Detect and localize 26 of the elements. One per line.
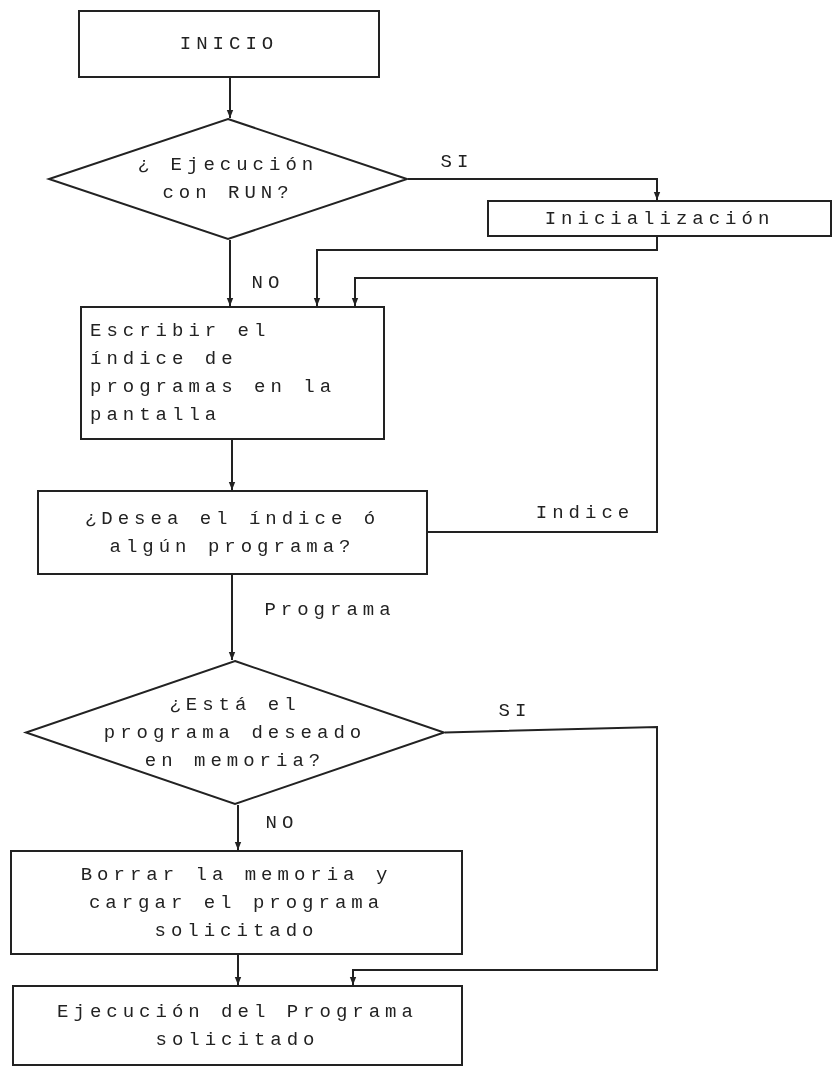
arrow — [234, 954, 242, 986]
process-box — [12, 985, 463, 1066]
process-box — [10, 850, 463, 955]
decision-diamond — [48, 118, 408, 240]
process-box — [37, 490, 428, 575]
arrow — [228, 574, 236, 661]
arrow — [234, 804, 242, 851]
process-text: Ejecución del Programa solicitado — [56, 999, 419, 1053]
arrow — [226, 239, 234, 307]
arrow — [228, 439, 236, 491]
process-text: Borrar la memoria y cargar el programa solicitado — [79, 862, 394, 944]
arrow — [313, 236, 658, 307]
arrow — [407, 178, 661, 201]
arrow — [349, 725, 658, 986]
arrow — [351, 277, 658, 533]
process-text: Inicialización — [544, 206, 775, 232]
decision-text: ¿ Ejecución con RUN? — [136, 153, 320, 206]
process-box — [80, 306, 385, 440]
arrow — [226, 77, 234, 119]
process-text: Escribir el índice de programas en la pantalla — [90, 319, 338, 428]
process-box — [78, 10, 380, 78]
decision-diamond — [25, 660, 445, 805]
process-text: INICIO — [179, 32, 279, 57]
process-text: ¿Desea el índice ó algún programa? — [83, 506, 382, 560]
decision-text: ¿Está el programa deseado en memoria? — [102, 692, 368, 774]
process-box — [487, 200, 832, 237]
